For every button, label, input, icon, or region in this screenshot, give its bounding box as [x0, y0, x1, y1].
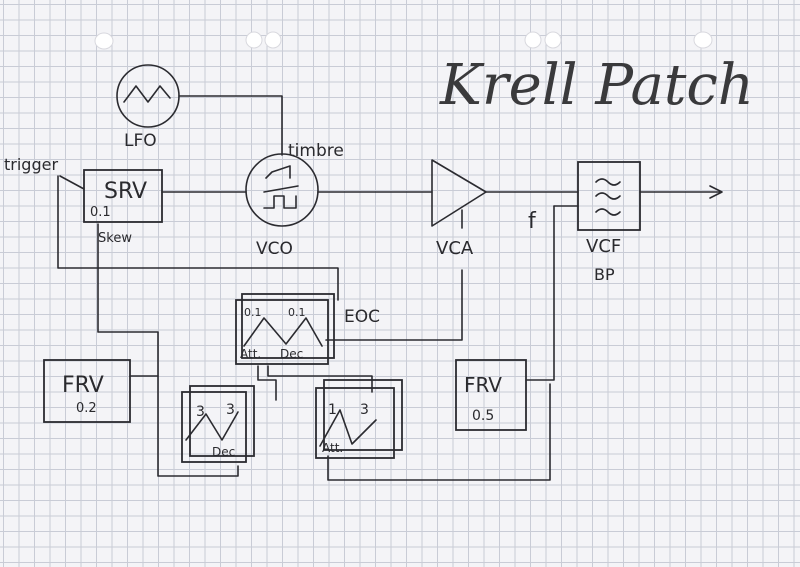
- frv-left-module: FRV 0.2: [43, 359, 131, 423]
- env-att-time: 0.1: [244, 306, 262, 319]
- att-box-v2: 3: [360, 402, 369, 418]
- dec-box-v2: 3: [226, 402, 235, 418]
- vcf-module: VCF BP: [577, 161, 641, 284]
- punched-holes: [94, 31, 713, 50]
- env-att-label: Att.: [240, 347, 261, 361]
- vca-module: VCA: [431, 159, 487, 259]
- att-envelope-box: 1 3 Att.: [315, 379, 403, 459]
- vco-label: VCO: [256, 239, 293, 259]
- frv-right-value: 0.5: [472, 408, 494, 424]
- env-dec-label: Dec: [280, 347, 303, 361]
- vca-label: VCA: [436, 238, 474, 259]
- timbre-label: timbre: [288, 141, 344, 161]
- srv-module: SRV 0.1 Skew: [83, 169, 163, 246]
- env-dec-time: 0.1: [288, 306, 306, 319]
- skew-label: Skew: [98, 231, 132, 246]
- srv-label: SRV: [104, 179, 147, 204]
- vcf-label: VCF: [586, 236, 621, 257]
- vco-module: VCO: [245, 153, 319, 259]
- att-box-label: Att.: [322, 441, 343, 455]
- frv-right-module: FRV 0.5: [455, 359, 527, 431]
- eoc-label: EOC: [344, 307, 380, 327]
- att-box-v1: 1: [328, 402, 337, 418]
- trigger-label: trigger: [4, 155, 58, 174]
- dec-box-v1: 3: [196, 404, 205, 420]
- lfo-label: LFO: [124, 131, 157, 151]
- page-title: Krell Patch: [439, 53, 754, 118]
- lfo-module: LFO: [116, 64, 180, 151]
- frv-left-value: 0.2: [76, 401, 97, 416]
- patch-cables: [57, 95, 723, 481]
- dec-box-label: Dec: [212, 445, 235, 459]
- f-label: f: [528, 209, 537, 234]
- frv-right-label: FRV: [464, 373, 502, 397]
- dec-envelope-box: 3 3 Dec: [181, 385, 255, 463]
- frv-left-label: FRV: [62, 373, 104, 398]
- srv-value: 0.1: [90, 205, 111, 220]
- vcf-mode: BP: [594, 265, 615, 284]
- envelope-module: 0.1 0.1 Att. Dec EOC: [235, 293, 380, 365]
